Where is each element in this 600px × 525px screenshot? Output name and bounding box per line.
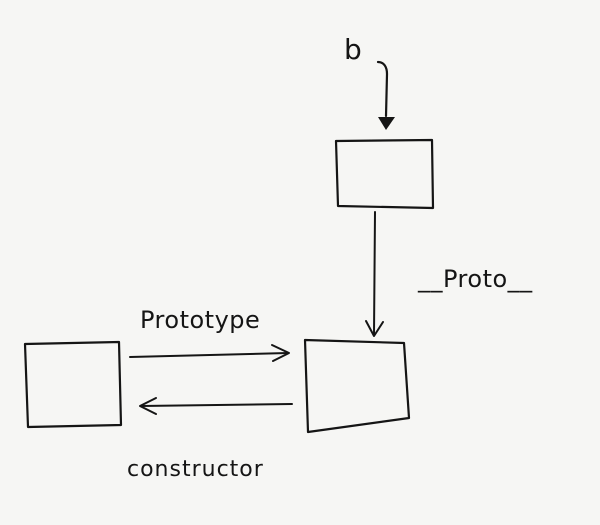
proto-link-label: __Proto__ (418, 265, 533, 293)
b-arrow-shaft (376, 60, 389, 118)
prototype-link-label: Prototype (140, 306, 261, 334)
b-arrow-head (378, 117, 395, 130)
instance-object-box (334, 138, 435, 210)
constructor-function-box (23, 340, 123, 429)
proto-arrow-shaft (373, 211, 376, 335)
variable-b-label: b (344, 33, 362, 66)
prototype-object-box (303, 338, 411, 434)
constructor-arrow-head (139, 397, 157, 415)
prototype-arrow-head (271, 344, 290, 362)
constructor-arrow-shaft (140, 403, 293, 407)
prototype-arrow-shaft (129, 352, 289, 358)
constructor-link-label: constructor (127, 457, 264, 482)
proto-arrow-head (365, 320, 384, 337)
